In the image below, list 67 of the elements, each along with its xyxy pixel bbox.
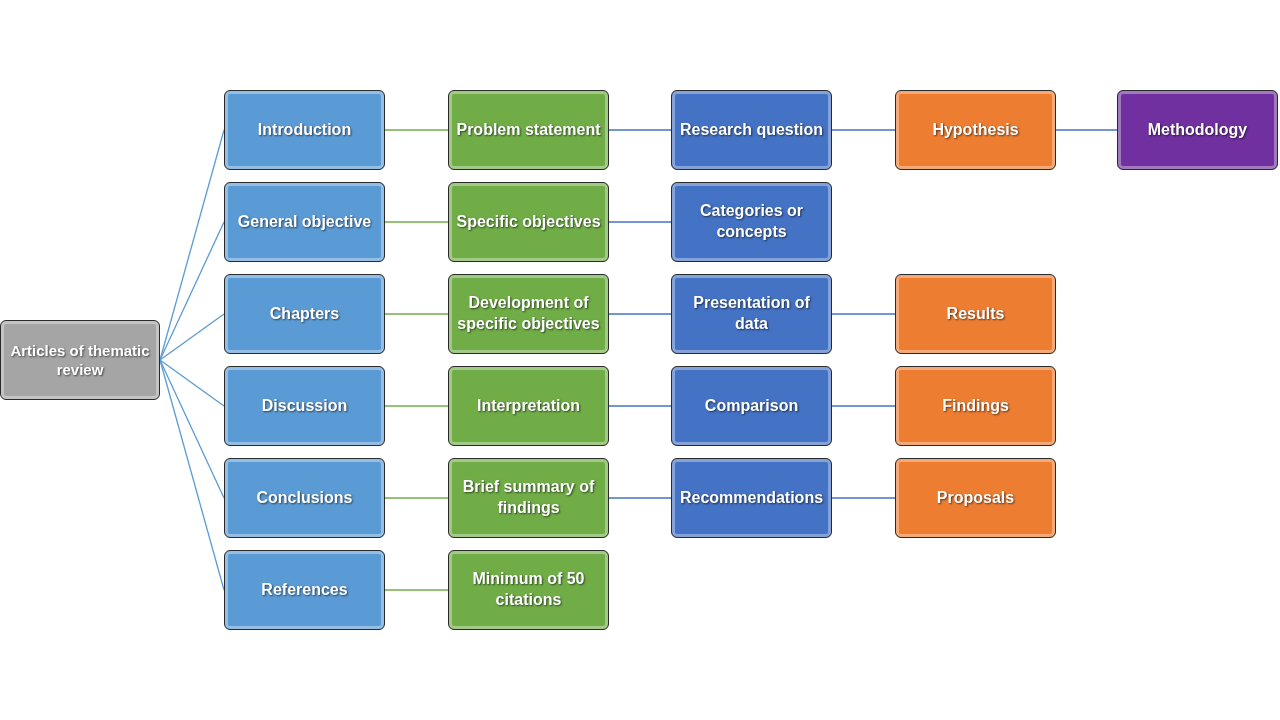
- process-box: [1117, 90, 1278, 170]
- process-box: [224, 550, 385, 630]
- box-label: Minimum of 50 citations: [471, 569, 586, 610]
- process-box: [224, 366, 385, 446]
- box-label: Brief summary of findings: [461, 477, 596, 518]
- box-label: Specific objectives: [456, 211, 601, 232]
- connector-line: [384, 221, 449, 223]
- box-label: Presentation of data: [692, 293, 811, 334]
- box-label: Results: [946, 303, 1005, 324]
- process-box: [671, 90, 832, 170]
- box-label: Hypothesis: [932, 119, 1019, 140]
- box-label: Articles of thematic review: [9, 340, 151, 380]
- box-label: Interpretation: [476, 395, 581, 416]
- process-box: [224, 90, 385, 170]
- connector-line: [384, 313, 449, 315]
- process-box: [671, 458, 832, 538]
- box-label: Discussion: [261, 395, 348, 416]
- connector-line: [608, 497, 672, 499]
- process-box: [895, 274, 1056, 354]
- process-box: [224, 274, 385, 354]
- box-label: Problem statement: [456, 119, 601, 140]
- process-box: [448, 366, 609, 446]
- connector-line: [159, 359, 225, 407]
- connector-line: [608, 405, 672, 407]
- box-label: Methodology: [1147, 119, 1248, 140]
- box-label: Development of specific objectives: [456, 293, 601, 334]
- connector-line: [608, 313, 672, 315]
- box-label: Categories or concepts: [698, 201, 805, 242]
- process-box: [895, 366, 1056, 446]
- process-box: [0, 320, 160, 400]
- box-label: Chapters: [269, 303, 340, 324]
- process-box: [448, 182, 609, 262]
- process-box: [895, 458, 1056, 538]
- process-box: [671, 182, 832, 262]
- process-box: [671, 366, 832, 446]
- box-label: Introduction: [257, 119, 352, 140]
- process-box: [448, 550, 609, 630]
- connector-line: [384, 497, 449, 499]
- box-label: Proposals: [936, 487, 1015, 508]
- connector-line: [159, 221, 225, 361]
- box-label: Conclusions: [256, 487, 353, 508]
- box-label: Comparison: [704, 395, 799, 416]
- connector-line: [831, 497, 896, 499]
- process-box: [448, 90, 609, 170]
- process-box: [895, 90, 1056, 170]
- connector-line: [159, 359, 225, 591]
- connector-line: [384, 405, 449, 407]
- process-box: [671, 274, 832, 354]
- process-box: [224, 458, 385, 538]
- connector-line: [384, 589, 449, 591]
- connector-line: [608, 129, 672, 131]
- connector-line: [1055, 129, 1118, 131]
- connector-line: [384, 129, 449, 131]
- process-box: [448, 274, 609, 354]
- box-label: Findings: [942, 395, 1009, 416]
- connector-line: [831, 405, 896, 407]
- box-label: General objective: [237, 211, 372, 232]
- process-box: [224, 182, 385, 262]
- connector-line: [608, 221, 672, 223]
- connector-line: [831, 313, 896, 315]
- connector-line: [159, 359, 225, 499]
- box-label: References: [261, 579, 348, 600]
- box-label: Research question: [679, 119, 824, 140]
- process-box: [448, 458, 609, 538]
- box-label: Recommendations: [679, 487, 824, 508]
- connector-line: [159, 313, 225, 361]
- connector-line: [831, 129, 896, 131]
